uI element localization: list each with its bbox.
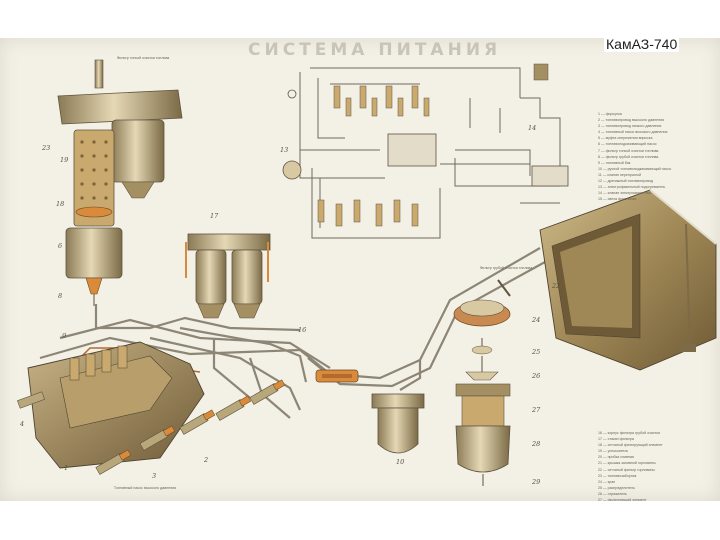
schematic-pump-block <box>387 133 437 167</box>
legend-item: 6 — топливоподкачивающий насос <box>598 142 657 147</box>
fuel-system-diagram: 23 19 18 6 8 9 17 16 4 1 3 2 13 14 10 22… <box>17 59 717 486</box>
legend-item: 2 — топливопровод высокого давления <box>598 118 665 123</box>
legend-item: 1 — форсунка <box>598 112 622 116</box>
schematic-tank-block <box>531 165 569 187</box>
part-label: 3 <box>152 472 156 480</box>
part-label: 8 <box>58 292 62 300</box>
schematic-gauge <box>287 89 297 99</box>
legend-item: 14 — клапан электромагнитный <box>598 191 652 196</box>
vehicle-model-label: КамАЗ-740 <box>604 36 680 52</box>
part-label: 27 <box>531 406 541 414</box>
fuel-tank <box>539 189 717 371</box>
legend-item: 24 — кран <box>598 479 616 484</box>
part-label: 13 <box>280 146 288 154</box>
legend-item: 26 — отражатель <box>598 491 627 496</box>
part-label: 26 <box>531 372 540 380</box>
filler-cap-parts <box>453 279 511 381</box>
legend-item: 23 — топливозаборник <box>598 473 637 478</box>
legend-item: 12 — дренажный топливопровод <box>598 179 653 184</box>
legend-item: 13 — электрофакельный подогреватель <box>598 185 666 190</box>
legend-item: 11 — клапан перепускной <box>598 172 641 177</box>
legend-item: 4 — топливный насос высокого давления <box>598 130 668 135</box>
injection-pump-engine <box>27 341 205 469</box>
part-label: 9 <box>62 332 66 340</box>
caption-fine-filter: Фильтр тонкой очистки топлива <box>116 56 170 60</box>
tank-filter-assembly <box>455 383 511 486</box>
caption-injection-pump: Топливный насос высокого давления <box>113 486 177 490</box>
part-label: 2 <box>203 456 208 464</box>
part-label: 16 <box>298 326 306 334</box>
legend-item: 17 — стакан фильтра <box>598 437 634 442</box>
part-label: 22 <box>551 282 560 290</box>
schematic-valve <box>533 63 549 81</box>
part-label: 25 <box>531 348 540 356</box>
legend-top: 1 — форсунка 2 — топливопровод высокого д… <box>598 111 671 202</box>
double-filter-assembly <box>185 233 271 319</box>
part-label: 29 <box>531 478 540 486</box>
legend-item: 19 — успокоитель <box>598 449 629 454</box>
fine-filter-assembly <box>57 59 183 306</box>
bottom-margin <box>0 501 720 540</box>
injectors-lower <box>17 379 286 475</box>
legend-item: 27 — фильтрующий элемент <box>598 497 663 503</box>
part-label: 4 <box>19 420 24 428</box>
legend-bottom: 16 — корпус фильтра грубой очистки 17 — с… <box>598 430 663 515</box>
part-label: 10 <box>396 458 404 466</box>
schematic-injectors-top <box>333 85 430 117</box>
part-label: 19 <box>60 156 68 164</box>
part-number-labels: 23 19 18 6 8 9 17 16 4 1 3 2 13 14 10 22… <box>19 124 560 486</box>
schematic-heater <box>282 160 302 180</box>
legend-item: 18 — сетчатый фильтрующий элемент <box>598 443 663 448</box>
legend-item: 16 — корпус фильтра грубой очистки <box>598 431 660 435</box>
part-label: 18 <box>56 200 64 208</box>
coarse-filter <box>371 393 425 454</box>
legend-item: 25 — распределитель <box>598 485 635 490</box>
part-label: 1 <box>64 464 68 472</box>
legend-item: 7 — фильтр тонкой очистки топлива <box>598 148 659 153</box>
legend-item: 22 — сетчатый фильтр горловины <box>598 467 655 472</box>
legend-item: 9 — топливный бак <box>598 160 631 165</box>
part-label: 14 <box>528 124 536 132</box>
legend-item: 15 — свеча факельная <box>598 197 637 202</box>
priming-pump <box>315 369 359 383</box>
caption-tank-filter: Фильтр грубой очистки топлива <box>479 266 533 270</box>
fuel-schematic <box>299 67 561 239</box>
schematic-injectors-bottom <box>317 199 419 227</box>
part-label: 28 <box>531 440 540 448</box>
legend-item: 10 — ручной топливоподкачивающий насос <box>598 166 672 171</box>
poster-sheet: 23 19 18 6 8 9 17 16 4 1 3 2 13 14 10 22… <box>0 38 720 514</box>
legend-item: 20 — пробка сливная <box>598 455 634 460</box>
legend-item: 21 — крышка заливной горловины <box>598 461 656 466</box>
part-label: 6 <box>58 242 62 250</box>
page-title: СИСТЕМА ПИТАНИЯ <box>248 40 502 60</box>
legend-item: 8 — фильтр грубой очистки топлива <box>598 154 659 159</box>
part-label: 23 <box>41 144 50 152</box>
part-label: 17 <box>210 212 219 220</box>
legend-item: 3 — топливопровод низкого давления <box>598 124 662 129</box>
legend-item: 5 — муфта опережения впрыска <box>598 136 653 141</box>
part-label: 24 <box>531 316 540 324</box>
